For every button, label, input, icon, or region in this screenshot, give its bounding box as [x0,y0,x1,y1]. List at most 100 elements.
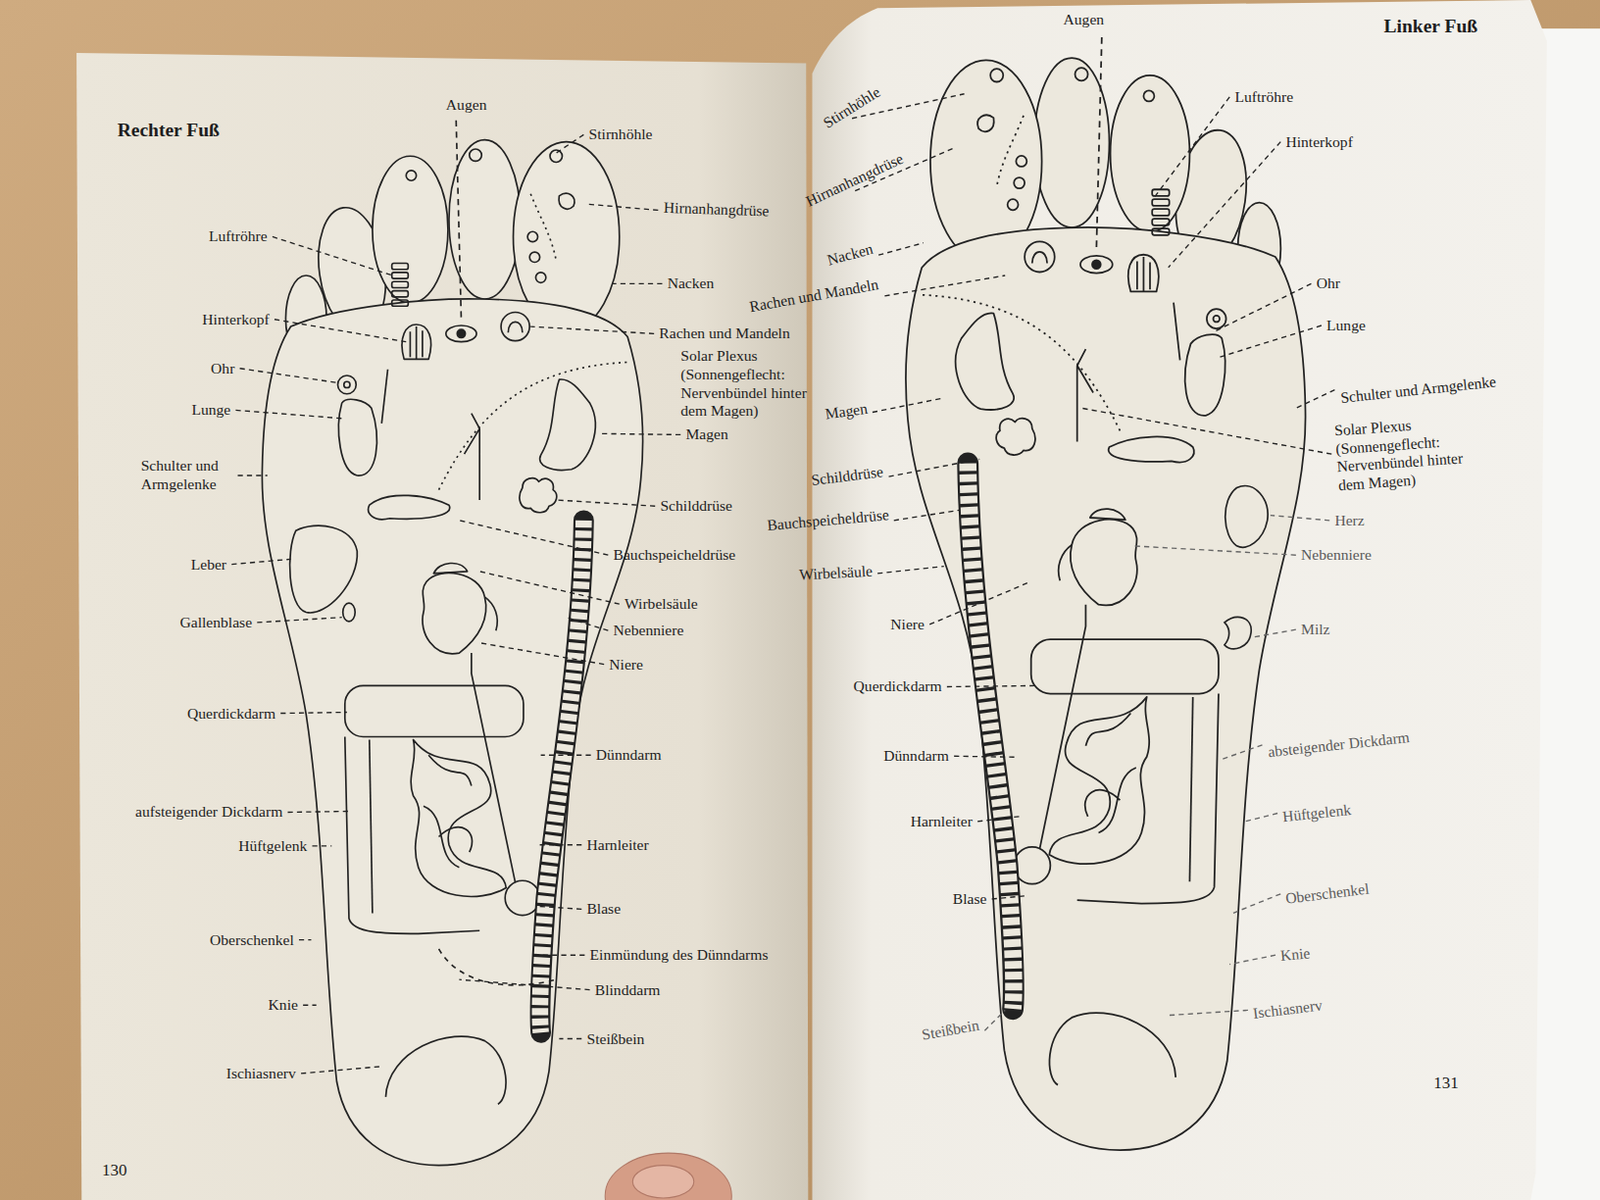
leader-line [530,326,654,334]
leader-line [555,134,584,153]
leader-line [1168,142,1281,268]
leader-line [274,319,406,343]
organ-label: Gallenblase [179,613,252,633]
organ-label: Hinterkopf [1285,132,1352,151]
organ-label: Steißbein [920,1016,981,1046]
organ-label: Nebenniere [1300,546,1372,565]
leader-line [947,685,1037,687]
organ-label: Lunge [191,400,231,420]
leader-line [984,1009,1005,1031]
leader-line [235,409,342,418]
organ-label: Dünndarm [883,747,950,766]
left-foot-drawing [905,37,1306,1150]
organ-label: Hüftgelenk [1282,800,1353,827]
organ-label: Ohr [210,358,235,378]
organ-label: Bauchspeicheldrüse [765,505,890,536]
organ-label: Dünndarm [596,746,662,765]
organ-label: Ischiasnerv [226,1064,297,1084]
right-page [811,0,1547,1200]
leader-line [458,979,590,990]
page-number: 130 [101,1160,128,1181]
leader-line [872,398,945,413]
organ-label: Blase [952,890,988,909]
leader-line [535,954,585,956]
leader-line [929,581,1031,625]
organ-label: Rachen und Mandeln [658,324,790,344]
organ-label: Wirbelsäule [624,595,699,614]
organ-label: Nacken [825,240,876,270]
organ-label: Nacken [667,274,715,294]
leader-line [479,571,620,604]
organ-label: Harnleiter [910,811,973,831]
organ-label: Hinterkopf [201,309,269,329]
organ-label: absteigender Dickdarm [1266,728,1410,762]
organ-label: Hirnanhangdrüse [662,199,769,221]
organ-label: Wirbelsäule [799,562,874,586]
leader-line [586,203,658,210]
organ-label: Knie [268,996,299,1015]
organ-label: Hirnanhangdrüse [803,150,907,211]
organ-label: Rachen und Mandeln [748,275,881,317]
leader-line [877,566,945,574]
organ-label: Augen [446,96,488,115]
leader-line [894,509,960,520]
organ-label: Niere [890,615,925,635]
leader-line [272,236,394,276]
organ-label: Einmündung des Dünndarms [590,946,769,965]
leader-line [1229,954,1276,964]
leader-line [884,275,1005,297]
right-foot-drawing [261,120,643,1166]
left-page [76,52,808,1200]
organ-label: Lunge [1326,316,1366,336]
leader-line [238,474,268,476]
organ-label: Magen [685,425,728,445]
leader-line [280,711,348,713]
leader-line [302,1004,317,1006]
leader-line [1250,629,1297,638]
leader-line [611,283,662,285]
organ-label: Schilddrüse [810,462,885,491]
leader-line [555,500,655,506]
leader-line [539,844,583,846]
leader-line [1152,97,1230,200]
leader-line [458,520,608,555]
organ-label: Nebenniere [613,621,685,641]
organ-label: Magen [823,400,868,425]
page-number: 131 [1433,1073,1459,1094]
organ-label: Milz [1300,620,1330,640]
leader-line [601,433,681,435]
leader-line [1219,325,1322,357]
organ-label: Niere [608,654,644,674]
organ-label: Querdickdarm [187,703,276,723]
organ-label: Schulter und Armgelenke [141,456,234,494]
leader-line [256,617,342,623]
organ-label: Stirnhöhle [589,125,653,145]
leader-line [240,368,338,384]
organ-label: Hüftgelenk [238,836,307,855]
organ-label: Blinddarm [595,980,661,1000]
leader-line [1219,745,1263,761]
organ-label: Querdickdarm [853,677,943,697]
heading: Rechter Fuß [117,119,220,143]
organ-label: Leber [191,554,227,574]
leader-line [311,845,332,847]
leader-line [889,458,981,477]
organ-label: Harnleiter [586,835,649,854]
organ-label: Luftröhre [1234,88,1294,107]
leader-line [1232,894,1281,914]
right-foot-extra-organs [290,525,557,986]
leader-line [231,558,291,564]
heading: Linker Fuß [1384,14,1479,38]
leader-line [977,816,1021,822]
organ-label: Solar Plexus (Sonnengeflecht: Nervenbünd… [1334,412,1472,496]
organ-label: Steißbein [586,1029,645,1049]
organ-label: Augen [1063,9,1105,29]
leader-line [1081,407,1332,454]
leader-line [1270,515,1330,521]
organ-label: Blase [586,900,621,919]
organ-label: Oberschenkel [209,930,295,950]
leader-line [1245,813,1278,822]
leader-line [878,243,924,255]
leader-line [299,939,311,941]
